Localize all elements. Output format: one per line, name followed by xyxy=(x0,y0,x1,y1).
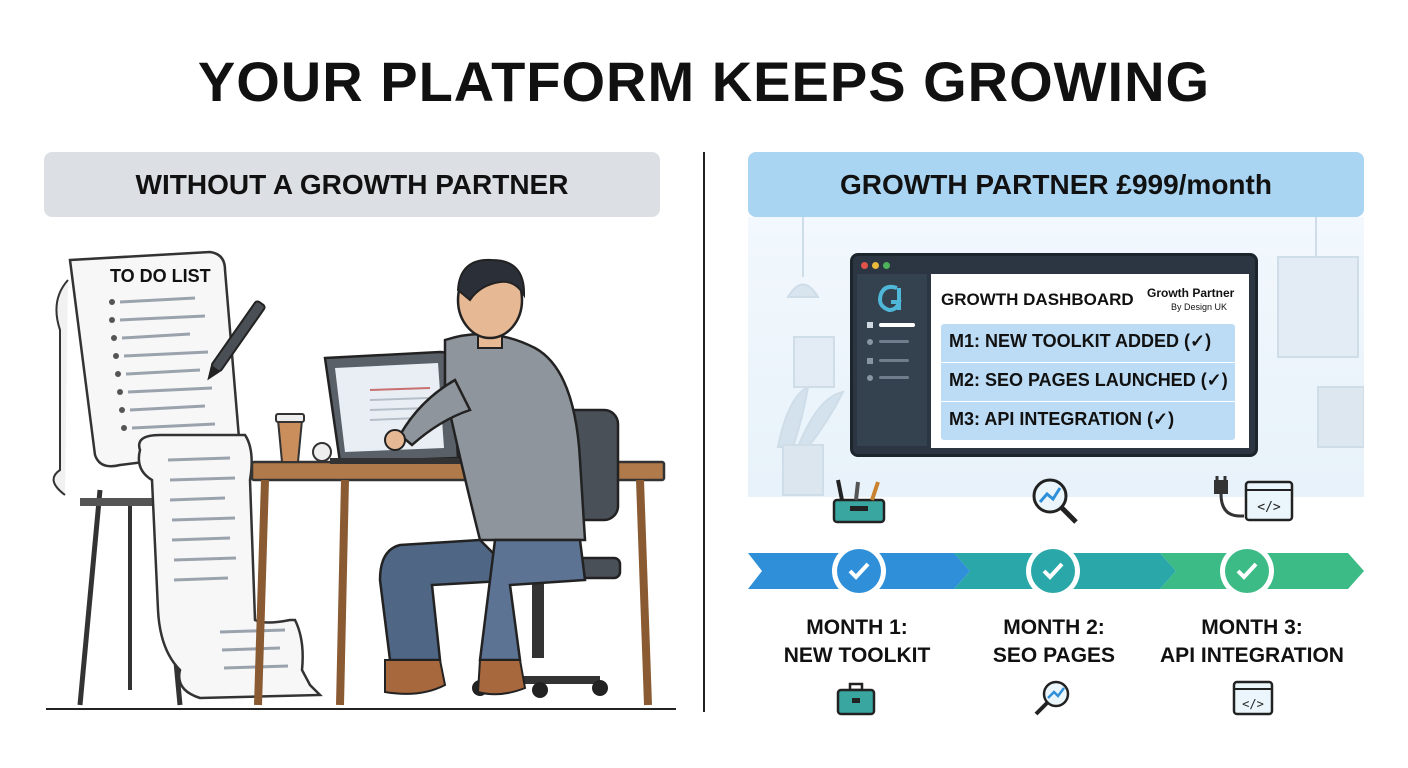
milestone-3-label: MONTH 3: API INTEGRATION xyxy=(1160,616,1344,667)
bar-chart-icon xyxy=(867,358,873,364)
person-arm xyxy=(398,378,472,447)
desk-leg xyxy=(636,479,652,706)
api-plug-code-icon: </> xyxy=(1214,476,1294,522)
milestone-row-3: M3: API INTEGRATION (✓) xyxy=(949,409,1175,429)
person-shoe xyxy=(384,659,447,695)
milestone-row-2: M2: SEO PAGES LAUNCHED (✓) xyxy=(949,370,1228,390)
scroll-lines xyxy=(167,456,289,670)
easel-bar xyxy=(80,498,190,506)
svg-text:</>: </> xyxy=(1242,697,1264,711)
person-torso xyxy=(443,332,587,542)
toolbox-icon xyxy=(836,682,876,716)
dashboard-title: GROWTH DASHBOARD xyxy=(941,290,1134,309)
milestone-2-label: MONTH 2: SEO PAGES xyxy=(992,616,1116,667)
todo-list-title: TO DO LIST xyxy=(110,266,211,286)
milestone-status-list: M1: NEW TOOLKIT ADDED (✓) M2: SEO PAGES … xyxy=(941,324,1235,440)
progress-timeline xyxy=(748,544,1364,598)
window-close-dot xyxy=(861,262,868,269)
growth-dashboard-monitor: GROWTH DASHBOARD Growth Partner By Desig… xyxy=(850,253,1258,457)
user-icon xyxy=(867,339,873,345)
desk-leg xyxy=(336,479,349,706)
milestone-row-1: M1: NEW TOOLKIT ADDED (✓) xyxy=(949,331,1212,351)
magnifier-chart-small-icon xyxy=(1034,680,1070,716)
paper-curl xyxy=(52,279,69,496)
milestone-1-label: MONTH 1: NEW TOOLKIT xyxy=(783,616,931,667)
center-divider xyxy=(703,152,705,712)
window-minimize-dot xyxy=(872,262,879,269)
right-panel-header: GROWTH PARTNER £999/month xyxy=(748,152,1364,217)
coffee-cup-icon xyxy=(276,419,304,463)
todo-bullets xyxy=(109,299,127,431)
person-legs xyxy=(378,538,523,662)
todo-lines xyxy=(119,296,216,430)
window-maximize-dot xyxy=(883,262,890,269)
brand-logo-icon xyxy=(878,284,902,313)
dashboard-sidebar xyxy=(857,274,927,446)
milestone-3-check xyxy=(1220,544,1274,598)
toolbox-tools-icon xyxy=(832,479,886,524)
grid-icon xyxy=(867,322,873,328)
milestone-1-check xyxy=(832,544,886,598)
desk-leg xyxy=(254,479,269,706)
check-icon xyxy=(1236,562,1258,580)
check-icon xyxy=(1042,562,1064,580)
person-hair xyxy=(456,258,526,302)
left-panel-header: WITHOUT A GROWTH PARTNER xyxy=(44,152,660,217)
magnifier-chart-icon xyxy=(1032,478,1078,524)
milestone-2-check xyxy=(1026,544,1080,598)
brand-tagline: By Design UK xyxy=(1171,302,1228,312)
svg-text:</>: </> xyxy=(1257,500,1281,515)
paper-ball xyxy=(312,442,332,462)
brand-name: Growth Partner xyxy=(1147,286,1235,300)
check-icon xyxy=(848,562,870,580)
page-title: YOUR PLATFORM KEEPS GROWING xyxy=(197,50,1211,113)
code-window-icon: </> xyxy=(1232,680,1274,716)
dashboard-main: GROWTH DASHBOARD Growth Partner By Desig… xyxy=(931,274,1249,448)
gear-icon xyxy=(867,375,873,381)
floor-line xyxy=(46,708,676,710)
pen-icon xyxy=(207,300,266,381)
easel-leg xyxy=(77,489,103,706)
laptop-base xyxy=(330,458,480,464)
chair-post xyxy=(532,578,544,658)
overwhelmed-worker-illustration xyxy=(52,250,666,706)
